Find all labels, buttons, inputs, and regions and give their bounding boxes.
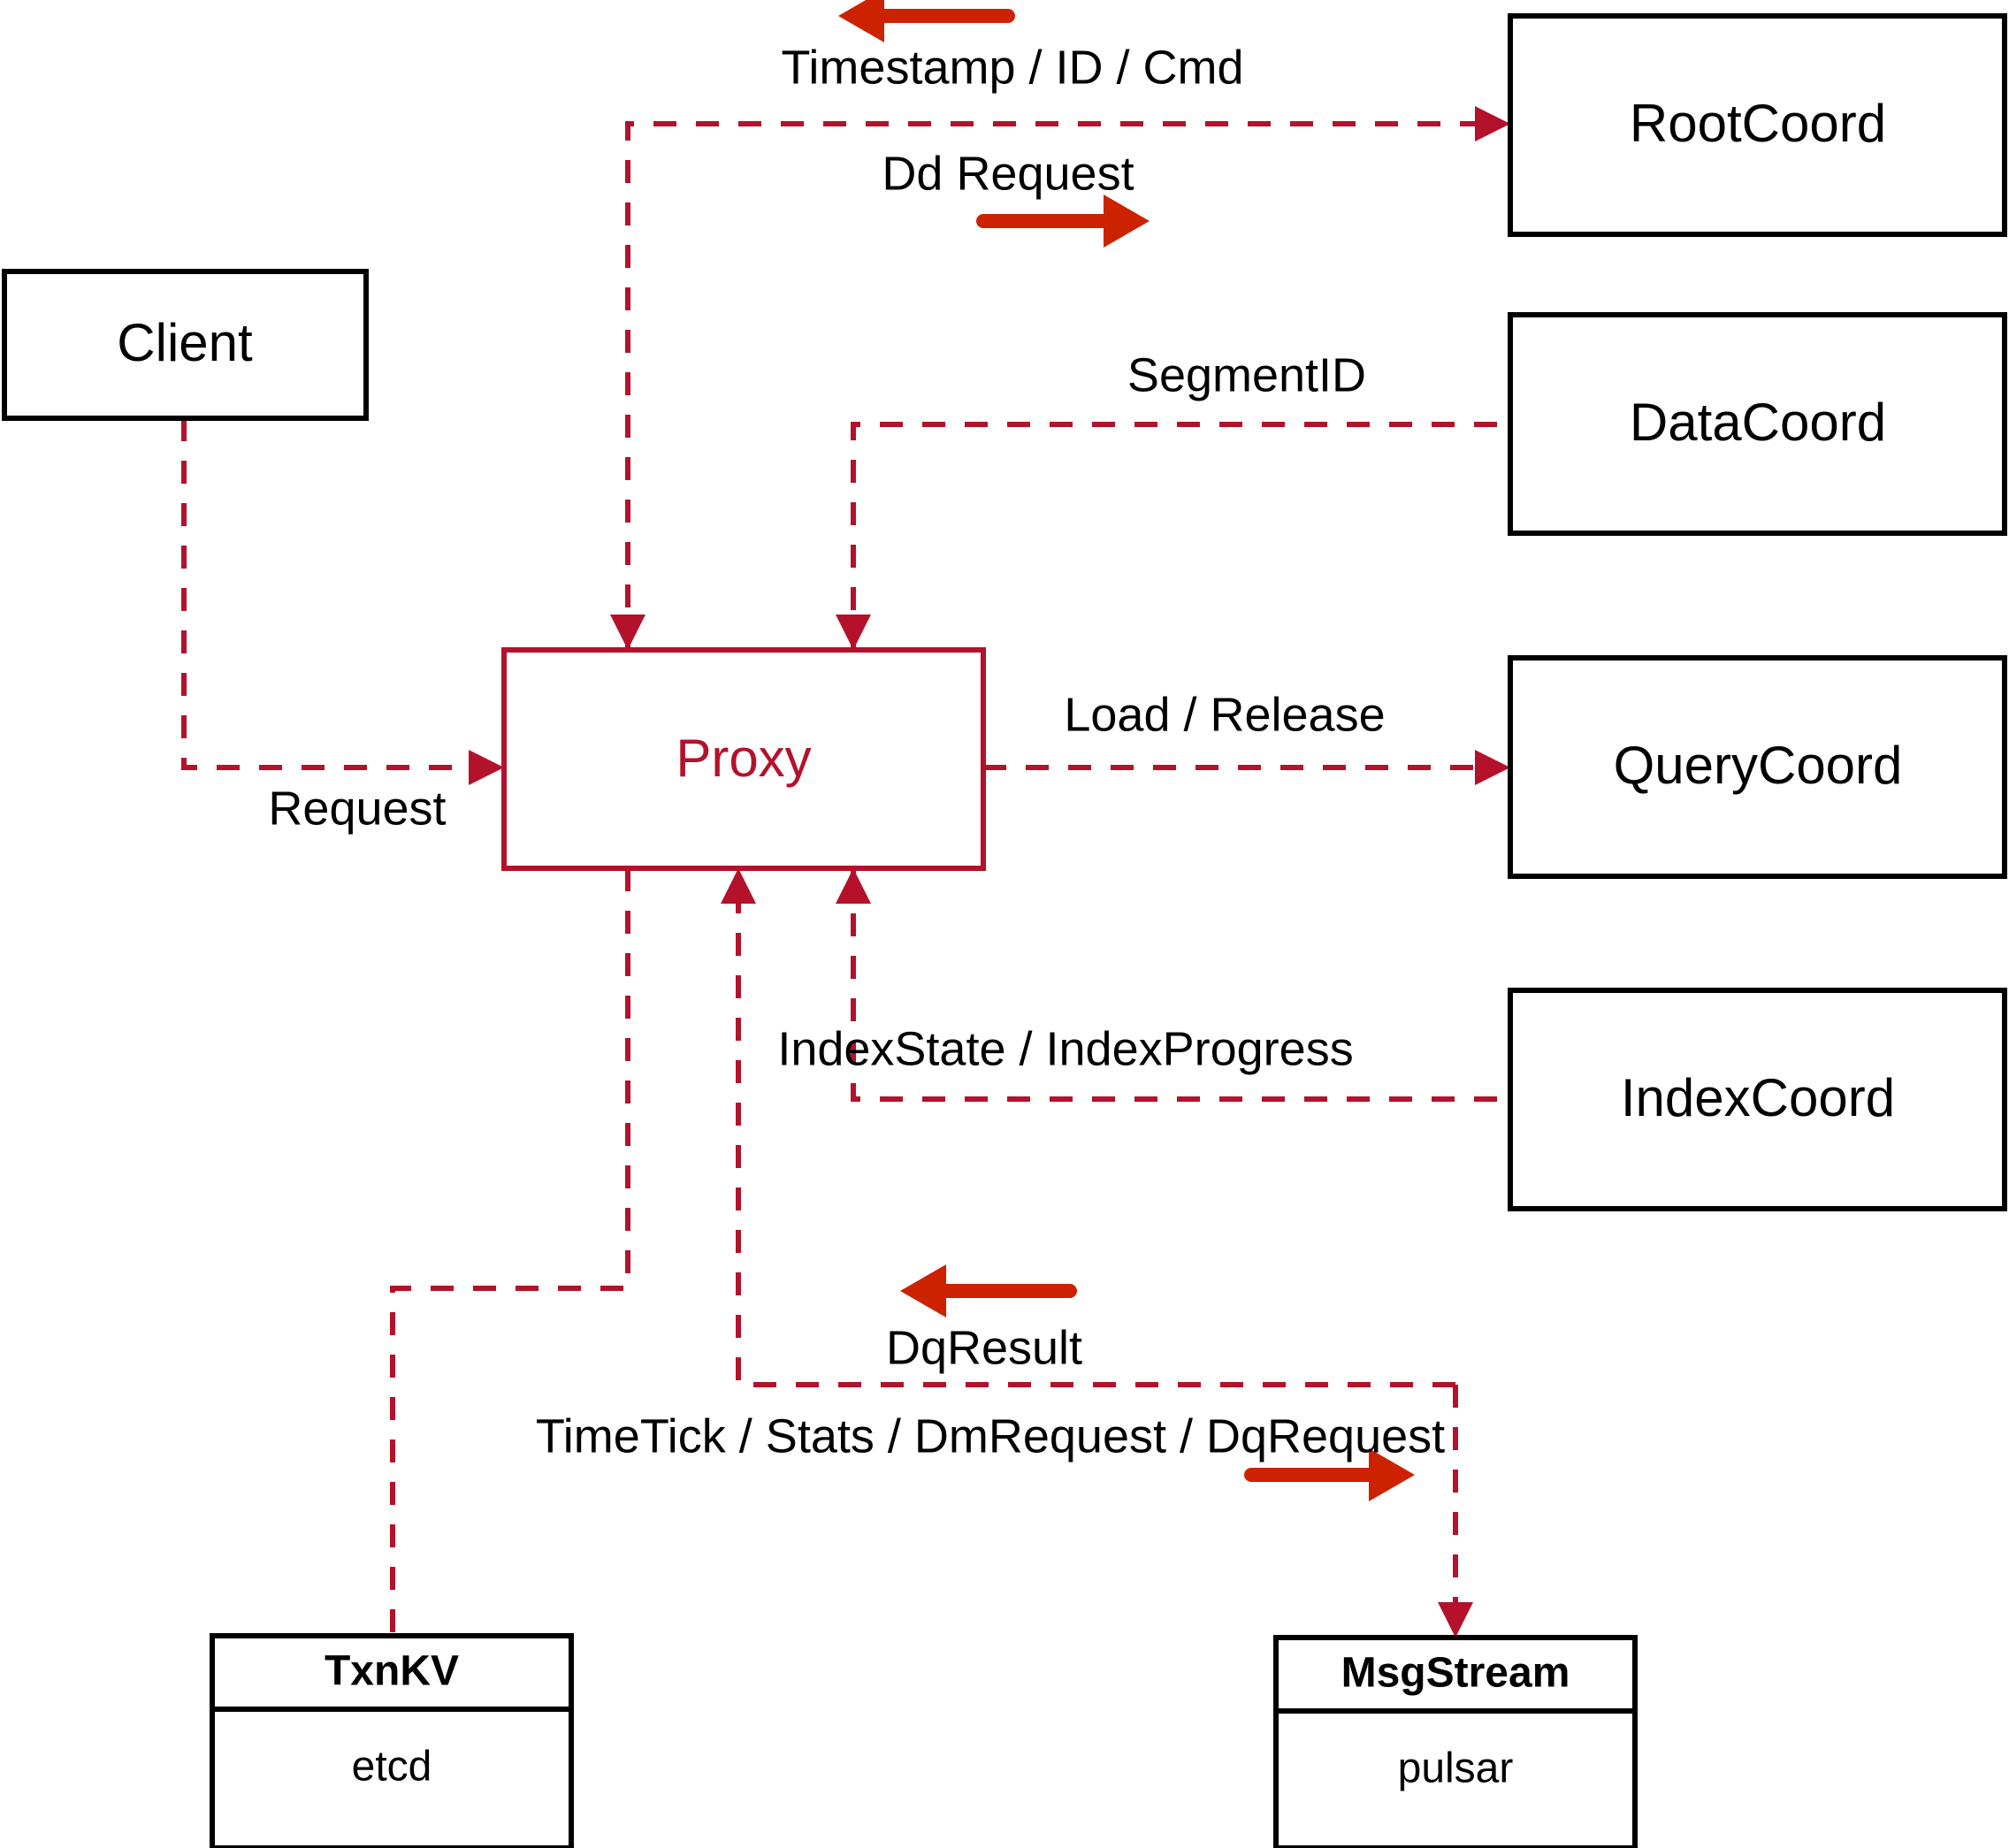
edge-label-timetick-stats: TimeTick / Stats / DmRequest / DqRequest bbox=[536, 1409, 1445, 1462]
arrowhead-client-to-proxy bbox=[469, 750, 504, 785]
arrowhead-indexcoord-to-proxy bbox=[836, 868, 871, 904]
arrowhead-datacoord-to-proxy bbox=[836, 615, 871, 650]
node-indexcoord[interactable]: IndexCoord bbox=[1508, 988, 2007, 1211]
proxy-box[interactable] bbox=[501, 647, 986, 871]
connector-msgstream-to-proxy bbox=[736, 868, 1455, 1387]
edge-label-load-release: Load / Release bbox=[1064, 688, 1385, 741]
rootcoord-label: RootCoord bbox=[1630, 94, 1886, 153]
edge-label-request: Request bbox=[268, 782, 446, 835]
arrowhead-rootcoord-to-proxy bbox=[610, 615, 645, 650]
datacoord-label: DataCoord bbox=[1630, 393, 1886, 452]
node-rootcoord[interactable]: RootCoord bbox=[1508, 13, 2007, 237]
querycoord-label: QueryCoord bbox=[1614, 736, 1903, 795]
connector-indexcoord-to-proxy bbox=[851, 868, 1497, 1102]
arrowhead-proxy-to-rootcoord bbox=[1475, 106, 1510, 141]
msgstream-impl-label: pulsar bbox=[1398, 1745, 1514, 1792]
node-client[interactable]: Client bbox=[2, 269, 369, 421]
arrowhead-proxy-to-querycoord bbox=[1475, 750, 1510, 785]
indexcoord-label: IndexCoord bbox=[1621, 1068, 1895, 1127]
arrowhead-msgstream-to-proxy bbox=[721, 868, 756, 904]
edge-label-timestamp-id-cmd: Timestamp / ID / Cmd bbox=[781, 41, 1243, 94]
direction-arrow-timetick bbox=[1244, 1448, 1415, 1501]
querycoord-box[interactable] bbox=[1508, 655, 2007, 879]
datacoord-box[interactable] bbox=[1508, 312, 2007, 536]
arrowhead-bus-to-msgstream bbox=[1438, 1602, 1473, 1638]
txnkv-label: TxnKV bbox=[325, 1648, 459, 1695]
node-msgstream[interactable]: MsgStream pulsar bbox=[1273, 1635, 1638, 1848]
direction-arrow-dd-request bbox=[976, 195, 1150, 248]
node-proxy[interactable]: Proxy bbox=[501, 647, 986, 871]
txnkv-box[interactable] bbox=[210, 1633, 574, 1848]
edge-label-dq-result: DqResult bbox=[886, 1321, 1082, 1374]
edge-label-segment-id: SegmentID bbox=[1127, 348, 1366, 401]
direction-arrow-dqresult bbox=[900, 1264, 1077, 1317]
client-label: Client bbox=[117, 313, 253, 372]
connector-datacoord-to-proxy bbox=[851, 422, 1497, 650]
indexcoord-box[interactable] bbox=[1508, 988, 2007, 1211]
edge-label-dd-request: Dd Request bbox=[882, 147, 1134, 200]
edge-label-index-state: IndexState / IndexProgress bbox=[777, 1022, 1353, 1075]
connector-client-to-proxy bbox=[181, 418, 485, 770]
node-querycoord[interactable]: QueryCoord bbox=[1508, 655, 2007, 879]
node-datacoord[interactable]: DataCoord bbox=[1508, 312, 2007, 536]
connector-proxy-to-rootcoord bbox=[625, 121, 1491, 650]
rootcoord-box[interactable] bbox=[1508, 13, 2007, 237]
msgstream-box[interactable] bbox=[1273, 1635, 1638, 1848]
txnkv-impl-label: etcd bbox=[352, 1744, 432, 1791]
msgstream-label: MsgStream bbox=[1341, 1650, 1570, 1697]
connector-proxy-to-txnkv bbox=[390, 868, 630, 1636]
proxy-label: Proxy bbox=[676, 729, 811, 788]
client-box[interactable] bbox=[2, 269, 369, 421]
direction-arrow-timestamp bbox=[838, 0, 1015, 42]
node-txnkv[interactable]: TxnKV etcd bbox=[210, 1633, 574, 1848]
